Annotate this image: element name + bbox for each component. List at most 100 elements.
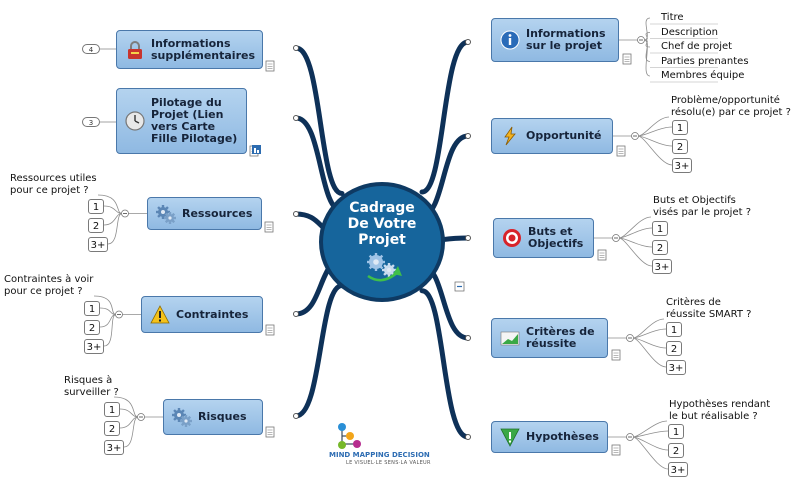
topic-node-contraintes[interactable]: Contraintes (141, 296, 263, 333)
question-ressources[interactable]: Ressources utiles pour ce projet ? (10, 173, 97, 196)
question-contraintes[interactable]: Contraintes à voir pour ce projet ? (4, 274, 94, 297)
option-box-contraintes-1[interactable]: 2 (84, 320, 100, 335)
note-icon (264, 221, 274, 233)
gears-arrow-icon (367, 253, 402, 282)
option-connector (632, 430, 669, 438)
note-icon (611, 349, 621, 361)
topic-node-buts[interactable]: Buts et Objectifs (493, 218, 594, 258)
central-topic-title: Cadrage De Votre Projet (347, 200, 417, 248)
option-box-opportunite-2[interactable]: 3+ (672, 158, 692, 173)
topic-label: Ressources (182, 206, 253, 220)
branch-risques-dot (293, 413, 299, 419)
topic-label: Informations sur le projet (526, 27, 606, 52)
topic-node-risques[interactable]: Risques (163, 399, 263, 435)
topic-node-informations[interactable]: Informations sur le projet (491, 18, 619, 62)
question-opportunite[interactable]: Problème/opportunité résolu(e) par ce pr… (671, 95, 791, 118)
option-connector (632, 436, 669, 451)
child-connector (643, 39, 651, 77)
branch-informations-dot (465, 39, 471, 45)
option-box-buts-2[interactable]: 3+ (652, 259, 672, 274)
info-child-0[interactable]: Titre (661, 12, 684, 23)
gear-tooth (184, 415, 188, 418)
option-connector (618, 237, 653, 267)
option-box-criteres-2[interactable]: 3+ (666, 360, 686, 375)
info-dot (508, 34, 512, 37)
logo-mark-icon (338, 423, 361, 449)
option-box-ressources-0[interactable]: 1 (88, 199, 104, 214)
option-connector (103, 205, 123, 214)
topic-node-hypotheses[interactable]: Hypothèses (491, 421, 608, 453)
green-arrow-head (393, 266, 402, 276)
option-connector (637, 135, 673, 166)
mark-dot (509, 440, 511, 443)
collapsed-count-info_supp[interactable]: 4 (82, 44, 100, 54)
gear-tooth (177, 408, 181, 411)
clock-icon (125, 111, 145, 131)
option-box-ressources-1[interactable]: 2 (88, 218, 104, 233)
info-child-1[interactable]: Description (661, 26, 718, 38)
lightning-icon (504, 126, 516, 146)
option-box-risques-1[interactable]: 2 (104, 421, 120, 436)
topic-label: Buts et Objectifs (528, 225, 584, 250)
gear-tooth (184, 424, 188, 427)
option-connector (103, 314, 117, 347)
collapse-handle (121, 209, 129, 218)
info-child-3[interactable]: Parties prenantes (661, 55, 749, 67)
lightning-icon-svg (504, 126, 516, 146)
topic-node-ressources[interactable]: Ressources (147, 197, 262, 230)
collapse-handle (115, 310, 123, 319)
question-hypotheses[interactable]: Hypothèses rendant le but réalisable ? (669, 399, 771, 422)
option-box-buts-0[interactable]: 1 (652, 221, 668, 236)
note-icon (265, 60, 275, 72)
branch-opportunite-dot (465, 133, 471, 139)
info-child-2[interactable]: Chef de projet (661, 41, 733, 52)
topic-node-criteres[interactable]: Critères de réussite (491, 318, 608, 358)
question-criteres[interactable]: Critères de réussite SMART ? (666, 297, 752, 320)
option-connector (637, 126, 673, 137)
topic-label: Critères de réussite (526, 325, 595, 350)
gear-hole (387, 268, 391, 272)
bolt (504, 126, 516, 146)
check-triangle-icon-svg (500, 428, 520, 447)
question-risques[interactable]: Risques à surveiller ? (64, 375, 119, 398)
info-icon (500, 30, 520, 50)
option-box-opportunite-1[interactable]: 2 (672, 139, 688, 154)
option-box-hypotheses-1[interactable]: 2 (668, 443, 684, 458)
warning-icon (150, 304, 170, 325)
mark (509, 432, 511, 439)
option-connector (618, 237, 653, 248)
question-buts[interactable]: Buts et Objectifs visés par le projet ? (653, 195, 752, 218)
option-connector (632, 337, 667, 349)
info-icon (500, 30, 520, 50)
band (131, 51, 139, 54)
option-connector (637, 135, 673, 147)
collapsed-count-pilotage[interactable]: 3 (82, 117, 100, 127)
topic-node-info_supp[interactable]: Informations supplémentaires (116, 30, 263, 69)
option-box-buts-1[interactable]: 2 (652, 240, 668, 255)
logo-name: MIND MAPPING DECISION (329, 451, 430, 459)
topic-node-opportunite[interactable]: Opportunité (491, 118, 613, 154)
gear-tooth (177, 419, 181, 422)
option-box-risques-0[interactable]: 1 (104, 402, 120, 417)
option-connector (119, 408, 139, 418)
gears-icon (172, 408, 192, 427)
option-box-ressources-2[interactable]: 3+ (88, 237, 108, 252)
collapse-handle (626, 433, 634, 441)
option-box-hypotheses-0[interactable]: 1 (668, 424, 684, 439)
option-box-criteres-1[interactable]: 2 (666, 341, 682, 356)
info-child-4[interactable]: Membres équipe (661, 70, 745, 81)
warning-icon (150, 304, 170, 323)
central-topic-circle[interactable] (319, 182, 445, 302)
topic-node-pilotage[interactable]: Pilotage du Projet (Lien vers Carte Fill… (116, 88, 247, 154)
option-box-opportunite-0[interactable]: 1 (672, 120, 688, 135)
note-icon (265, 324, 275, 336)
option-box-contraintes-2[interactable]: 3+ (84, 339, 104, 354)
option-box-contraintes-0[interactable]: 1 (84, 301, 100, 316)
option-box-risques-2[interactable]: 3+ (104, 440, 124, 455)
warning-icon-svg (150, 304, 170, 323)
option-box-hypotheses-2[interactable]: 3+ (668, 462, 688, 477)
check-triangle-icon (500, 428, 520, 447)
branch-info_supp-dot (293, 45, 299, 51)
logo (328, 422, 368, 456)
option-box-criteres-0[interactable]: 1 (666, 322, 682, 337)
